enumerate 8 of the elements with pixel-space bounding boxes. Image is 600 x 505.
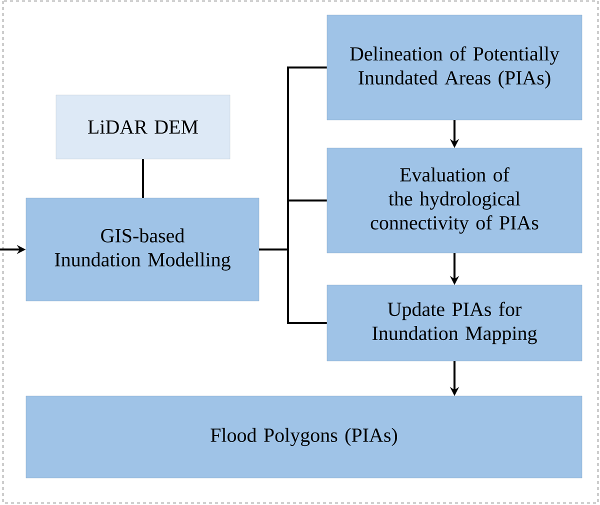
connector [142, 159, 144, 198]
input-box: LiDAR DEM [56, 94, 230, 160]
process-box: Update PIAs for Inundation Mapping [326, 284, 582, 362]
process-box: Delineation of Potentially Inundated Areas (PIAs) [326, 14, 582, 120]
process-box: Evaluation of the hydrological connectivity of PIAs [326, 148, 582, 254]
output-box: Flood Polygons (PIAs) [26, 396, 582, 478]
process-box: GIS-based Inundation Modelling [26, 198, 260, 302]
connector [259, 248, 327, 324]
